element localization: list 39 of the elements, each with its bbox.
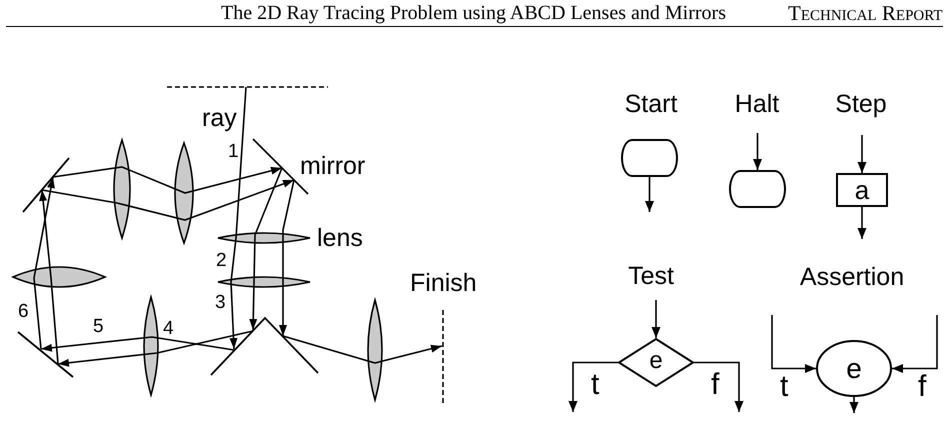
symbol-caption: Test [628,264,674,289]
part-label: lens [317,226,363,251]
arrow [858,207,866,239]
branch-label: f [918,372,926,402]
arrow [753,133,762,170]
symbol-caption: Assertion [800,265,904,290]
running-header: The 2D Ray Tracing Problem using ABCD Lenses and Mirrors [221,3,726,23]
symbol-caption: Start [624,92,678,117]
segment-number: 3 [215,293,226,312]
condition-label: e [649,348,663,372]
part-label: mirror [300,154,366,179]
process-box [836,173,888,207]
arrow [892,315,938,373]
arrow [771,315,816,373]
arrow [694,362,744,412]
decision-diamond [618,338,694,387]
assertion-oval [816,340,892,397]
part-label: Finish [410,271,477,296]
arrow [850,397,858,413]
symbol-caption: Step [835,92,887,117]
segment-number: 6 [18,302,29,321]
arrow [652,300,660,338]
arrow [568,362,618,412]
branch-label: t [591,370,600,400]
arrow [858,135,866,173]
segment-number: 5 [93,317,104,336]
arrow [645,177,654,212]
segment-number: 1 [228,142,239,161]
process-label: a [854,177,870,203]
part-label: ray [202,106,237,131]
branch-label: t [780,372,788,402]
branch-label: f [711,370,720,400]
symbol-caption: Halt [734,92,780,117]
terminal-shape [729,170,786,208]
terminal-shape [621,139,678,177]
report-type-label: Technical Report [788,3,943,24]
condition-label: e [846,354,862,382]
segment-number: 4 [163,319,174,338]
segment-number: 2 [216,251,227,270]
